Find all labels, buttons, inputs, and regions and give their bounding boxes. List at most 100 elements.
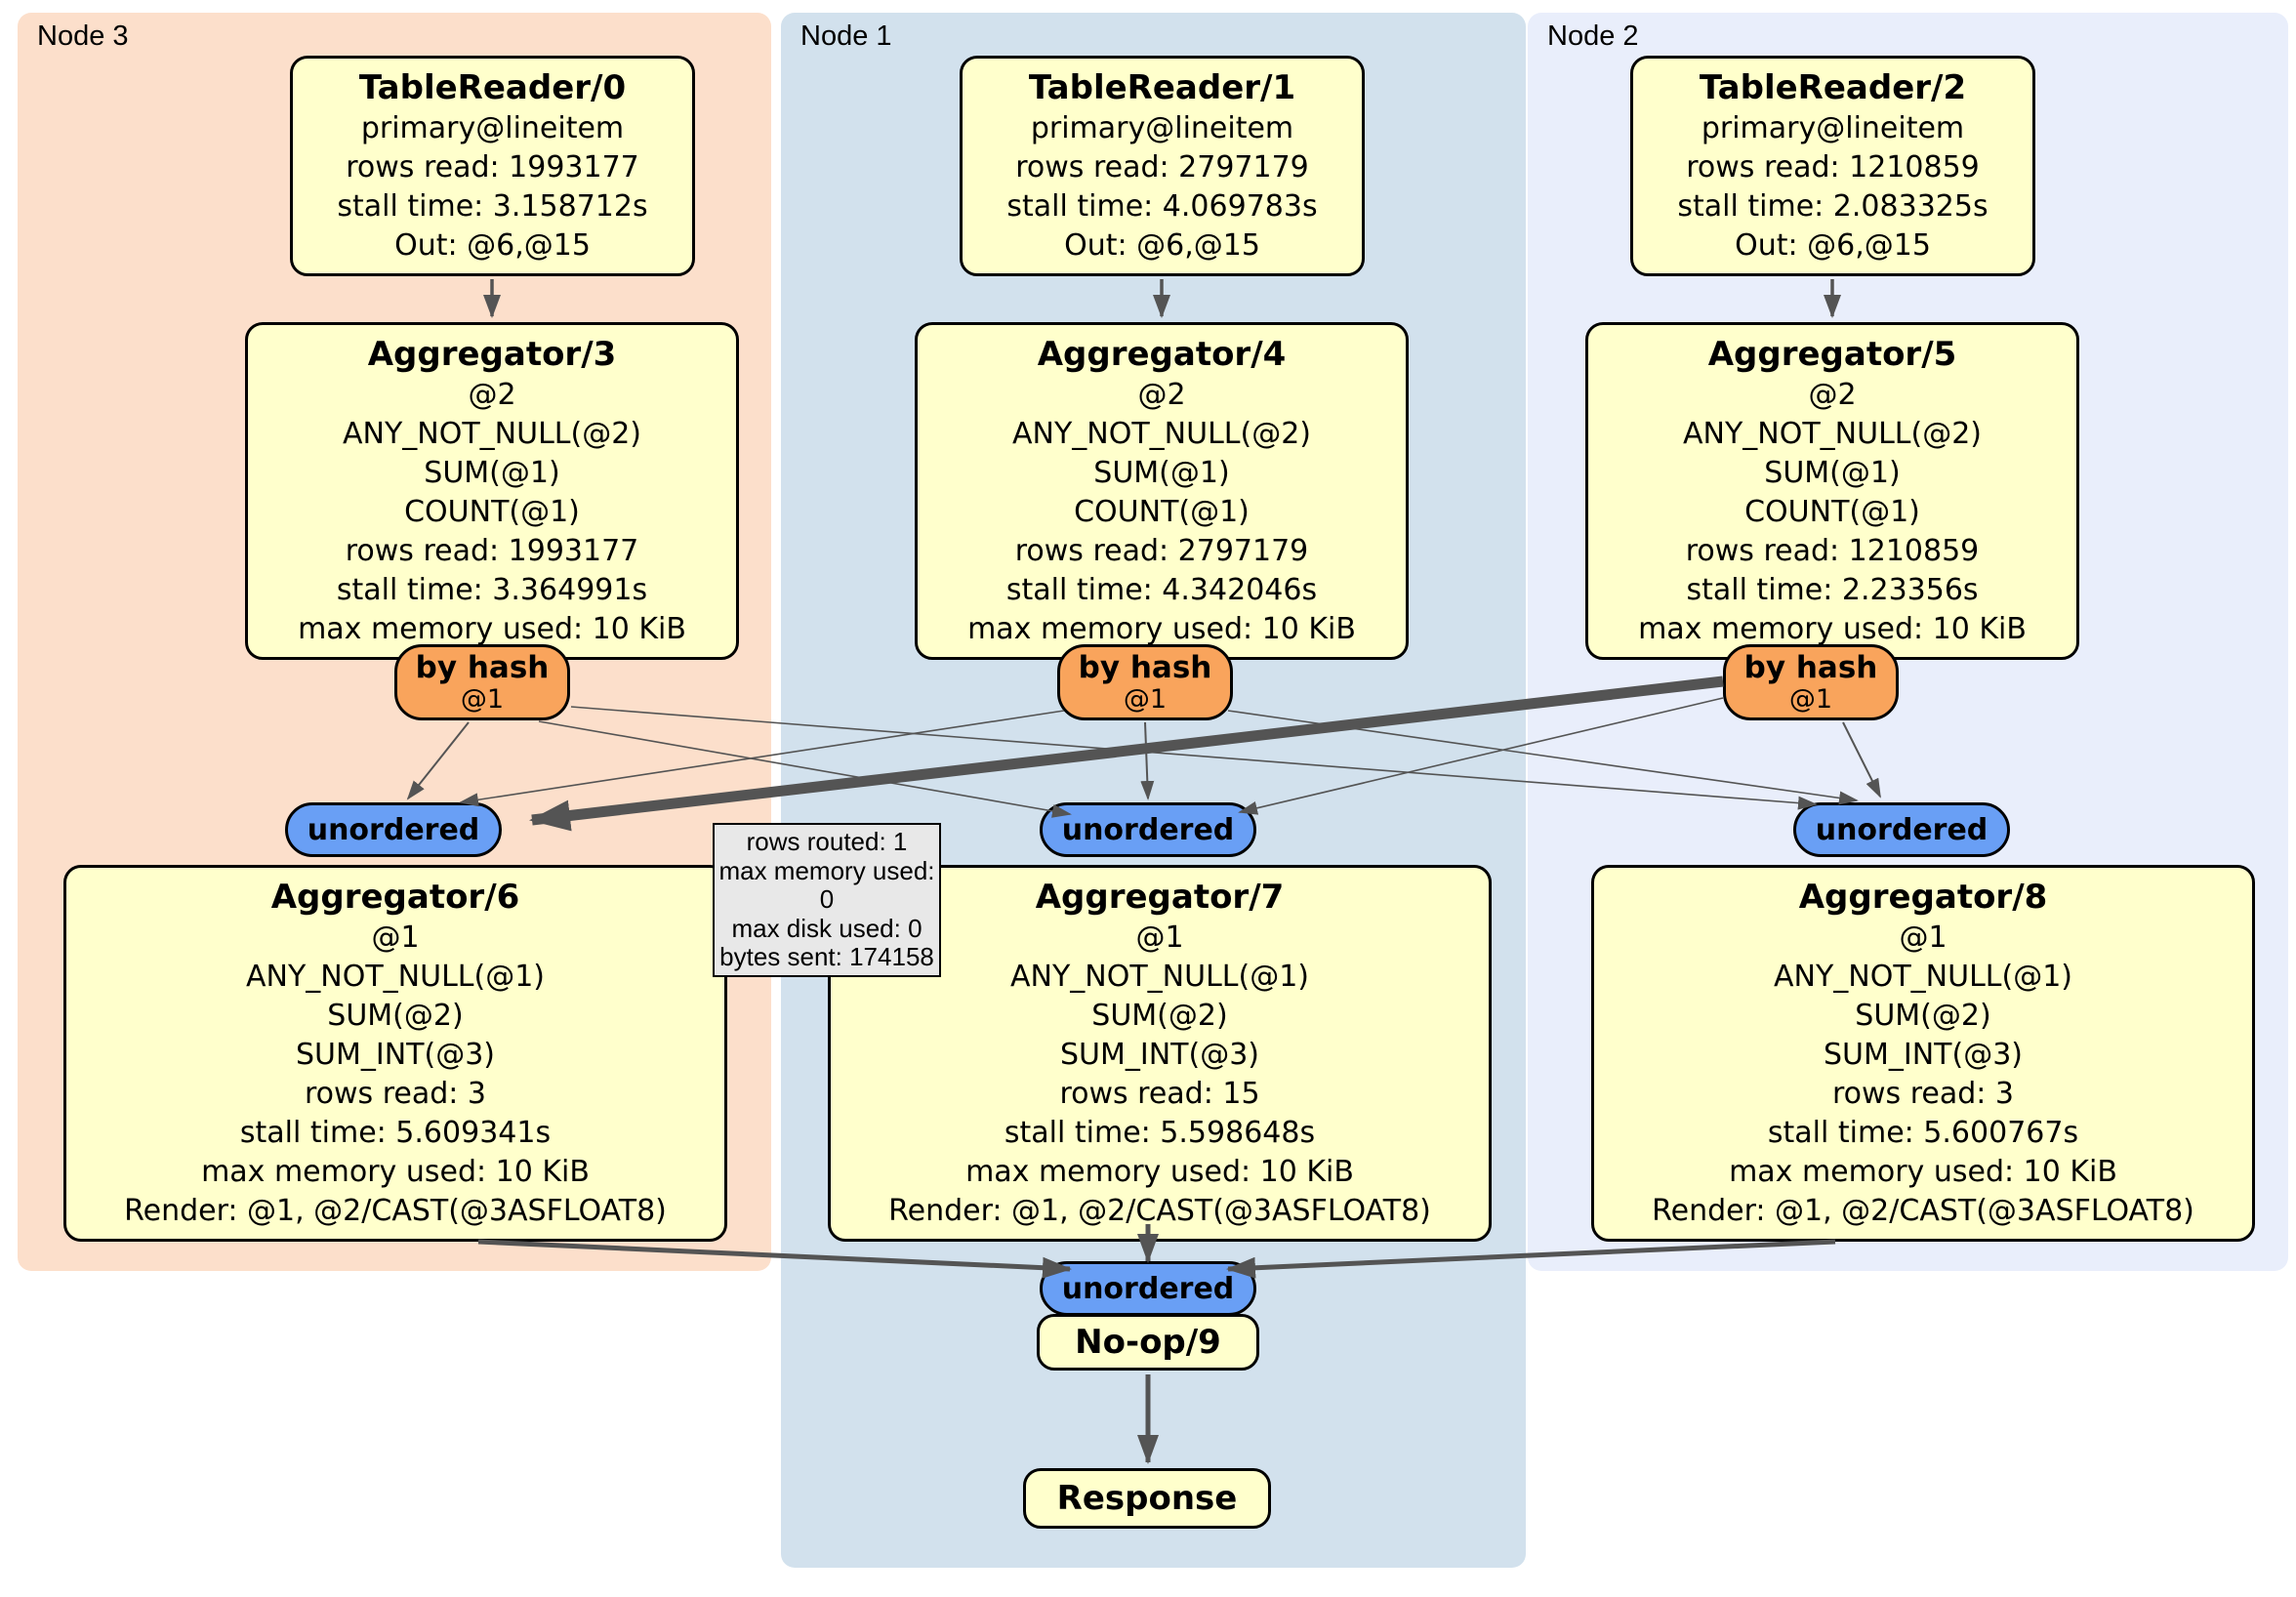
aggregator7-detail: @1 [1135,921,1184,955]
tablereader0-detail: primary@lineitem [360,111,625,145]
aggregator5-detail: stall time: 2.23356s [1686,573,1979,607]
aggregator5-detail: COUNT(@1) [1744,495,1920,529]
aggregator6-detail: rows read: 3 [304,1077,487,1111]
unordered-label: unordered [1061,812,1235,847]
aggregator5-detail: ANY_NOT_NULL(@2) [1683,417,1982,451]
aggregator4-detail: COUNT(@1) [1074,495,1250,529]
hash-router-label: by hash [415,650,550,685]
aggregator3-detail: rows read: 1993177 [345,534,639,568]
aggregator7-detail: max memory used: 10 KiB [965,1155,1354,1189]
aggregator3-detail: stall time: 3.364991s [336,573,648,607]
aggregator4-detail: @2 [1137,378,1186,412]
aggregator4-detail: max memory used: 10 KiB [967,612,1356,646]
aggregator8-title: Aggregator/8 [1798,878,2048,917]
aggregator5-detail: max memory used: 10 KiB [1638,612,2027,646]
stream-stats-tooltip: rows routed: 1 max memory used: 0 max di… [713,823,941,977]
response-title: Response [1056,1479,1238,1518]
tablereader2-detail: stall time: 2.083325s [1677,189,1988,224]
tablereader0-node: TableReader/0 primary@lineitem rows read… [290,56,695,276]
aggregator3-detail: @2 [468,378,516,412]
tooltip-line: max memory used: 0 [718,855,935,914]
tablereader1-detail: rows read: 2797179 [1015,150,1309,184]
node2-region-label: Node 2 [1547,20,1639,52]
aggregator8-detail: ANY_NOT_NULL(@1) [1774,960,2072,994]
aggregator7-detail: rows read: 15 [1059,1077,1260,1111]
hash-router-node1: by hash @1 [1057,644,1233,720]
unordered-sync-node3: unordered [285,802,502,857]
tablereader0-detail: rows read: 1993177 [346,150,639,184]
aggregator6-detail: @1 [371,921,420,955]
hash-router-label: by hash [1743,650,1878,685]
aggregator5-detail: SUM(@1) [1764,456,1901,490]
tablereader2-node: TableReader/2 primary@lineitem rows read… [1630,56,2035,276]
aggregator6-detail: SUM(@2) [327,999,464,1033]
aggregator7-detail: stall time: 5.598648s [1004,1116,1316,1150]
aggregator6-detail: stall time: 5.609341s [239,1116,552,1150]
aggregator3-node: Aggregator/3 @2 ANY_NOT_NULL(@2) SUM(@1)… [245,322,739,660]
aggregator7-detail: ANY_NOT_NULL(@1) [1010,960,1309,994]
tooltip-line: rows routed: 1 [746,827,908,856]
aggregator4-detail: ANY_NOT_NULL(@2) [1012,417,1311,451]
tooltip-line: max disk used: 0 [731,913,922,943]
aggregator3-detail: ANY_NOT_NULL(@2) [343,417,641,451]
aggregator8-detail: Render: @1, @2/CAST(@3ASFLOAT8) [1652,1194,2194,1228]
node3-region-label: Node 3 [37,20,129,52]
aggregator3-title: Aggregator/3 [367,335,617,374]
aggregator6-node: Aggregator/6 @1 ANY_NOT_NULL(@1) SUM(@2)… [63,865,727,1242]
aggregator4-detail: stall time: 4.342046s [1005,573,1318,607]
hash-router-node2: by hash @1 [1723,644,1899,720]
node1-region-label: Node 1 [800,20,892,52]
aggregator7-detail: Render: @1, @2/CAST(@3ASFLOAT8) [888,1194,1431,1228]
tablereader1-detail: primary@lineitem [1030,111,1294,145]
aggregator5-detail: rows read: 1210859 [1685,534,1980,568]
aggregator6-detail: Render: @1, @2/CAST(@3ASFLOAT8) [124,1194,667,1228]
aggregator5-node: Aggregator/5 @2 ANY_NOT_NULL(@2) SUM(@1)… [1585,322,2079,660]
hash-router-column: @1 [460,684,505,715]
aggregator8-detail: @1 [1899,921,1948,955]
tablereader1-node: TableReader/1 primary@lineitem rows read… [960,56,1365,276]
aggregator4-node: Aggregator/4 @2 ANY_NOT_NULL(@2) SUM(@1)… [915,322,1409,660]
aggregator6-title: Aggregator/6 [270,878,520,917]
aggregator6-detail: ANY_NOT_NULL(@1) [246,960,545,994]
aggregator4-detail: SUM(@1) [1093,456,1230,490]
aggregator5-title: Aggregator/5 [1707,335,1957,374]
aggregator6-detail: SUM_INT(@3) [296,1038,495,1072]
unordered-sync-final: unordered [1040,1261,1256,1316]
aggregator4-detail: rows read: 2797179 [1014,534,1309,568]
aggregator7-detail: SUM(@2) [1091,999,1228,1033]
aggregator3-detail: COUNT(@1) [404,495,580,529]
aggregator3-detail: SUM(@1) [424,456,560,490]
aggregator8-detail: SUM(@2) [1855,999,1991,1033]
aggregator5-detail: @2 [1808,378,1857,412]
unordered-label: unordered [1061,1271,1235,1306]
tooltip-line: bytes sent: 174158 [719,942,934,971]
aggregator7-detail: SUM_INT(@3) [1060,1038,1259,1072]
tablereader2-detail: primary@lineitem [1701,111,1965,145]
tablereader1-detail: stall time: 4.069783s [1006,189,1318,224]
tablereader2-detail: Out: @6,@15 [1735,228,1931,263]
tablereader0-title: TableReader/0 [358,68,627,107]
tablereader2-detail: rows read: 1210859 [1686,150,1980,184]
hash-router-node3: by hash @1 [394,644,570,720]
aggregator7-title: Aggregator/7 [1035,878,1285,917]
hash-router-column: @1 [1788,684,1833,715]
tablereader2-title: TableReader/2 [1699,68,1967,107]
aggregator8-detail: rows read: 3 [1831,1077,2015,1111]
tablereader0-detail: stall time: 3.158712s [337,189,648,224]
hash-router-label: by hash [1078,650,1212,685]
aggregator4-title: Aggregator/4 [1037,335,1287,374]
unordered-label: unordered [307,812,480,847]
aggregator8-detail: stall time: 5.600767s [1767,1116,2079,1150]
hash-router-column: @1 [1123,684,1168,715]
noop9-node: No-op/9 [1037,1314,1259,1371]
tablereader0-detail: Out: @6,@15 [394,228,591,263]
aggregator8-detail: SUM_INT(@3) [1824,1038,2023,1072]
noop9-title: No-op/9 [1075,1323,1221,1362]
aggregator8-detail: max memory used: 10 KiB [1729,1155,2117,1189]
aggregator8-node: Aggregator/8 @1 ANY_NOT_NULL(@1) SUM(@2)… [1591,865,2255,1242]
response-node: Response [1023,1468,1271,1529]
tablereader1-title: TableReader/1 [1028,68,1296,107]
unordered-label: unordered [1815,812,1988,847]
aggregator3-detail: max memory used: 10 KiB [298,612,686,646]
unordered-sync-node2: unordered [1793,802,2010,857]
